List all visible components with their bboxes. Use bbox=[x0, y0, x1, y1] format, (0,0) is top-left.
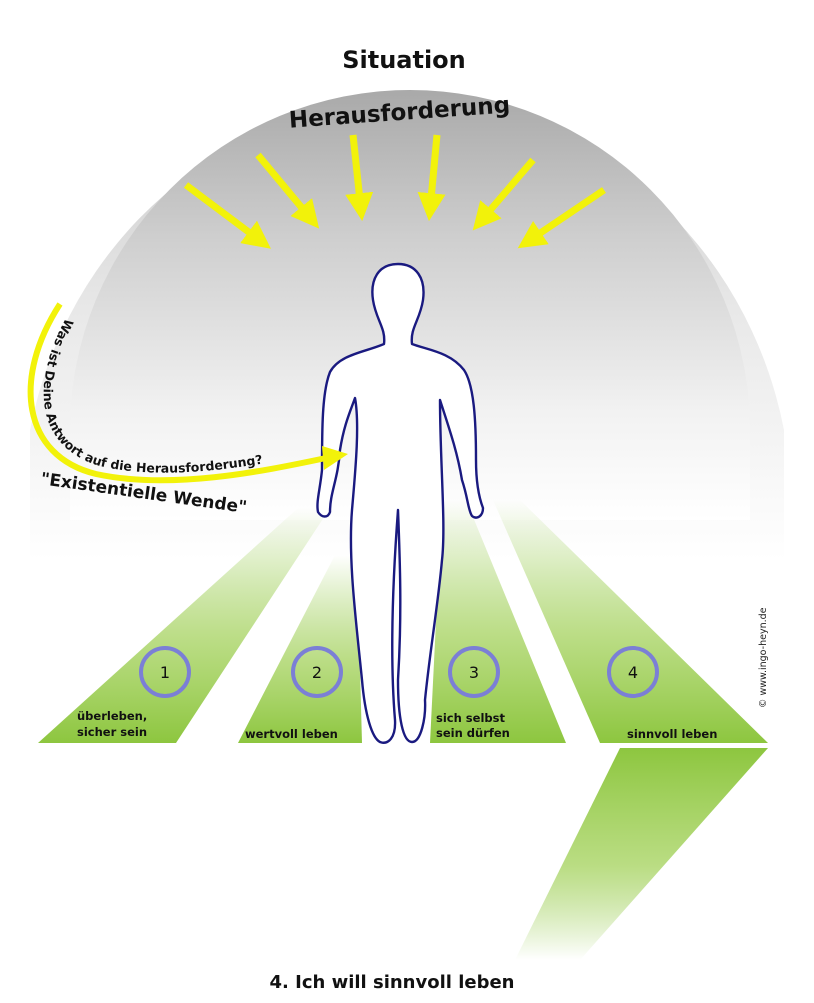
challenge-arrow bbox=[472, 157, 536, 231]
step-1-number: 1 bbox=[160, 663, 170, 682]
step-3-label-line-2: sein dürfen bbox=[436, 726, 510, 740]
step-2-label-line-1: wertvoll leben bbox=[245, 727, 338, 741]
human-figure bbox=[316, 262, 485, 744]
step-4-label: sinnvoll leben bbox=[627, 727, 717, 741]
step-1-label-line-1: überleben, bbox=[77, 709, 147, 723]
challenge-arrow bbox=[255, 152, 320, 229]
step-1-circle bbox=[139, 646, 191, 698]
step-3-label-line-1: sich selbst bbox=[436, 711, 505, 725]
challenge-arrow bbox=[417, 134, 446, 222]
step-4-circle bbox=[607, 646, 659, 698]
step-4-label-line-1: sinnvoll leben bbox=[627, 727, 717, 741]
step-3-label: sich selbst sein dürfen bbox=[436, 711, 510, 740]
step-2-label: wertvoll leben bbox=[245, 727, 338, 741]
step-4-number: 4 bbox=[628, 663, 638, 682]
step-3-circle bbox=[448, 646, 500, 698]
situation-label: Situation bbox=[342, 46, 466, 74]
bottom-caption: 4. Ich will sinnvoll leben bbox=[270, 972, 515, 993]
step-4-marker: 4 bbox=[607, 646, 659, 698]
challenge-arrows bbox=[183, 134, 606, 249]
beam-step-3 bbox=[430, 500, 566, 743]
step-3-marker: 3 bbox=[448, 646, 500, 698]
challenge-arrow bbox=[183, 182, 271, 249]
step-2-circle bbox=[291, 646, 343, 698]
copyright-box: © www.ingo-heyn.de bbox=[758, 607, 769, 708]
challenge-arrow bbox=[517, 187, 606, 249]
beam-step-4 bbox=[493, 500, 768, 743]
challenge-arrow bbox=[345, 134, 374, 222]
step-1-label-line-2: sicher sein bbox=[77, 725, 147, 739]
step-1-marker: 1 bbox=[139, 646, 191, 698]
beam-step-1 bbox=[38, 508, 330, 743]
turn-arrow-curve bbox=[27, 302, 327, 484]
copyright-text: © www.ingo-heyn.de bbox=[758, 607, 769, 708]
turn-down-beam bbox=[515, 748, 768, 960]
step-2-number: 2 bbox=[312, 663, 322, 682]
step-1-label: überleben, sicher sein bbox=[77, 709, 151, 739]
step-2-marker: 2 bbox=[291, 646, 343, 698]
turn-arrow-head bbox=[322, 446, 348, 470]
step-3-number: 3 bbox=[469, 663, 479, 682]
beam-step-2 bbox=[238, 555, 362, 743]
